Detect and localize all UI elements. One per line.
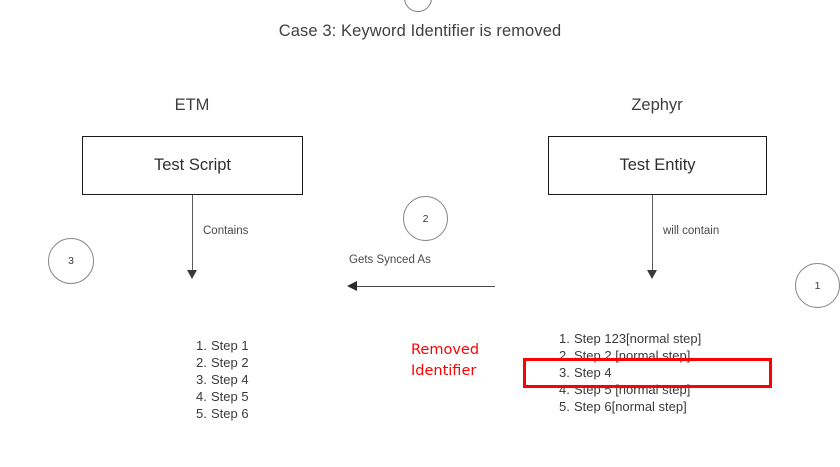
list-item-number: 1. xyxy=(559,331,570,346)
list-item-text: Step 4 xyxy=(574,365,612,380)
list-item: 5. Step 6[normal step] xyxy=(559,398,701,415)
list-item: 2. Step 2 [normal step] xyxy=(559,347,701,364)
page-title: Case 3: Keyword Identifier is removed xyxy=(278,22,562,40)
node-test-entity: Test Entity xyxy=(548,136,767,195)
annotation-removed-identifier: Removed Identifier xyxy=(411,340,511,382)
connector-contains-arrowhead-icon xyxy=(187,270,197,279)
step-marker-3: 3 xyxy=(48,238,94,284)
list-item: 4. Step 5 xyxy=(196,388,249,405)
step-marker-1: 1 xyxy=(795,263,840,308)
step-marker-3-label: 3 xyxy=(68,255,74,267)
step-marker-1-label: 1 xyxy=(814,279,821,292)
step-list-etm: 1. Step 1 2. Step 2 3. Step 4 4. Step 5 5. St… xyxy=(196,337,249,422)
list-item: 2. Step 2 xyxy=(196,354,249,371)
list-item: 5. Step 6 xyxy=(196,405,249,422)
node-test-script-label: Test Script xyxy=(153,156,232,174)
annotation-line-1: Removed xyxy=(411,342,480,358)
list-item-number: 5. xyxy=(559,399,570,414)
circle-badge-icon xyxy=(404,0,432,12)
connector-contains-line xyxy=(192,195,194,271)
edge-label-contains: Contains xyxy=(203,225,249,237)
list-item-number: 2. xyxy=(559,348,570,363)
sync-arrow-arrowhead-icon xyxy=(347,281,357,291)
list-item: 1. Step 123[normal step] xyxy=(559,330,701,347)
edge-label-will-contain: will contain xyxy=(663,225,720,237)
list-item-number: 3. xyxy=(559,365,570,380)
connector-will-contain-line xyxy=(652,195,654,271)
list-item-text: Step 4 xyxy=(211,372,249,387)
list-item-number: 4. xyxy=(196,389,207,404)
list-item-number: 5. xyxy=(196,406,207,421)
list-item: 3. Step 4 xyxy=(559,364,701,381)
edge-label-gets-synced-as: Gets Synced As xyxy=(349,254,431,266)
node-test-script: Test Script xyxy=(82,136,303,195)
list-item-text: Step 6[normal step] xyxy=(574,399,687,414)
annotation-line-2: Identifier xyxy=(411,363,477,379)
list-item-number: 2. xyxy=(196,355,207,370)
list-item-text: Step 5 xyxy=(211,389,249,404)
list-item: 4. Step 5 [normal step] xyxy=(559,381,701,398)
column-header-etm: ETM xyxy=(174,96,210,114)
list-item-number: 4. xyxy=(559,382,570,397)
list-item-text: Step 6 xyxy=(211,406,249,421)
list-item-number: 3. xyxy=(196,372,207,387)
list-item-text: Step 2 [normal step] xyxy=(574,348,691,363)
list-item: 3. Step 4 xyxy=(196,371,249,388)
node-test-entity-label: Test Entity xyxy=(619,156,696,174)
step-list-zephyr: 1. Step 123[normal step] 2. Step 2 [normal… xyxy=(559,330,701,415)
list-item: 1. Step 1 xyxy=(196,337,249,354)
sync-arrow-line xyxy=(356,285,495,287)
step-marker-2-label: 2 xyxy=(422,212,429,225)
list-item-text: Step 2 xyxy=(211,355,249,370)
list-item-number: 1. xyxy=(196,338,207,353)
step-marker-2: 2 xyxy=(403,196,448,241)
list-item-text: Step 1 xyxy=(211,338,249,353)
list-item-text: Step 123[normal step] xyxy=(574,331,702,346)
connector-will-contain-arrowhead-icon xyxy=(647,270,657,279)
list-item-text: Step 5 [normal step] xyxy=(574,382,691,397)
column-header-zephyr: Zephyr xyxy=(631,96,683,114)
